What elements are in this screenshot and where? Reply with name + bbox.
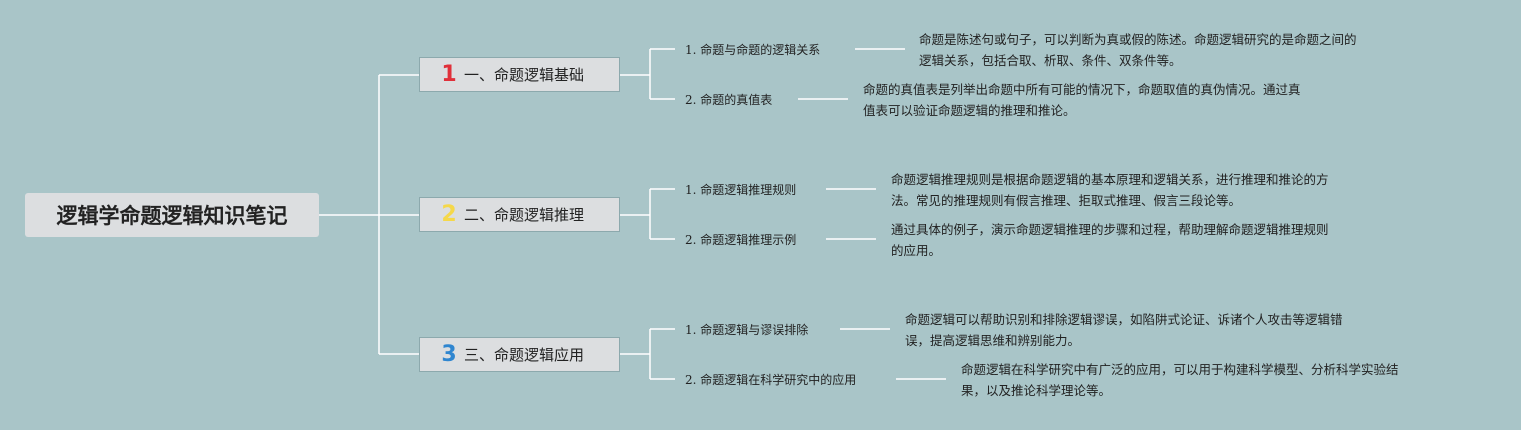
description-line: 值表可以验证命题逻辑的推理和推论。 bbox=[863, 103, 1076, 118]
description-2-1: 命题逻辑推理规则是根据命题逻辑的基本原理和逻辑关系，进行推理和推论的方 法。常见… bbox=[891, 169, 1329, 211]
description-3-1: 命题逻辑可以帮助识别和排除逻辑谬误，如陷阱式论证、诉诸个人攻击等逻辑错 误，提高… bbox=[905, 309, 1343, 351]
number-1-icon: 1 bbox=[441, 62, 457, 87]
subtopic-1-1[interactable]: 1. 命题与命题的逻辑关系 bbox=[685, 43, 821, 57]
description-line: 法。常见的推理规则有假言推理、拒取式推理、假言三段论等。 bbox=[891, 193, 1242, 208]
branch-label: 三、命题逻辑应用 bbox=[464, 346, 585, 364]
root-title: 逻辑学命题逻辑知识笔记 bbox=[56, 204, 288, 228]
description-3-2: 命题逻辑在科学研究中有广泛的应用，可以用于构建科学模型、分析科学实验结 果，以及… bbox=[961, 359, 1399, 401]
number-3-icon: 3 bbox=[441, 342, 457, 367]
subtopic-2-1[interactable]: 1. 命题逻辑推理规则 bbox=[685, 183, 797, 197]
description-line: 命题逻辑可以帮助识别和排除逻辑谬误，如陷阱式论证、诉诸个人攻击等逻辑错 bbox=[905, 312, 1343, 327]
description-2-2: 通过具体的例子，演示命题逻辑推理的步骤和过程，帮助理解命题逻辑推理规则 的应用。 bbox=[891, 219, 1329, 261]
branch-node-2[interactable]: 2 二、命题逻辑推理 bbox=[419, 197, 620, 232]
root-node[interactable]: 逻辑学命题逻辑知识笔记 bbox=[25, 193, 319, 237]
description-1-2: 命题的真值表是列举出命题中所有可能的情况下，命题取值的真伪情况。通过真 值表可以… bbox=[863, 79, 1301, 121]
description-line: 命题逻辑在科学研究中有广泛的应用，可以用于构建科学模型、分析科学实验结 bbox=[961, 362, 1399, 377]
branch-node-1[interactable]: 1 一、命题逻辑基础 bbox=[419, 57, 620, 92]
description-line: 误，提高逻辑思维和辨别能力。 bbox=[905, 333, 1081, 348]
description-line: 果，以及推论科学理论等。 bbox=[961, 383, 1112, 398]
subtopic-1-2[interactable]: 2. 命题的真值表 bbox=[685, 93, 773, 107]
description-line: 的应用。 bbox=[891, 243, 942, 258]
description-line: 命题是陈述句或句子，可以判断为真或假的陈述。命题逻辑研究的是命题之间的 bbox=[919, 32, 1357, 47]
description-1-1: 命题是陈述句或句子，可以判断为真或假的陈述。命题逻辑研究的是命题之间的 逻辑关系… bbox=[919, 29, 1357, 71]
branch-label: 一、命题逻辑基础 bbox=[464, 66, 585, 84]
description-line: 命题的真值表是列举出命题中所有可能的情况下，命题取值的真伪情况。通过真 bbox=[863, 82, 1301, 97]
subtopic-3-2[interactable]: 2. 命题逻辑在科学研究中的应用 bbox=[685, 373, 857, 387]
subtopic-3-1[interactable]: 1. 命题逻辑与谬误排除 bbox=[685, 323, 809, 337]
description-line: 逻辑关系，包括合取、析取、条件、双条件等。 bbox=[919, 53, 1182, 68]
branch-label: 二、命题逻辑推理 bbox=[464, 206, 585, 224]
subtopic-2-2[interactable]: 2. 命题逻辑推理示例 bbox=[685, 233, 797, 247]
number-2-icon: 2 bbox=[441, 202, 457, 227]
branch-node-3[interactable]: 3 三、命题逻辑应用 bbox=[419, 337, 620, 372]
description-line: 命题逻辑推理规则是根据命题逻辑的基本原理和逻辑关系，进行推理和推论的方 bbox=[891, 172, 1329, 187]
description-line: 通过具体的例子，演示命题逻辑推理的步骤和过程，帮助理解命题逻辑推理规则 bbox=[891, 222, 1329, 237]
